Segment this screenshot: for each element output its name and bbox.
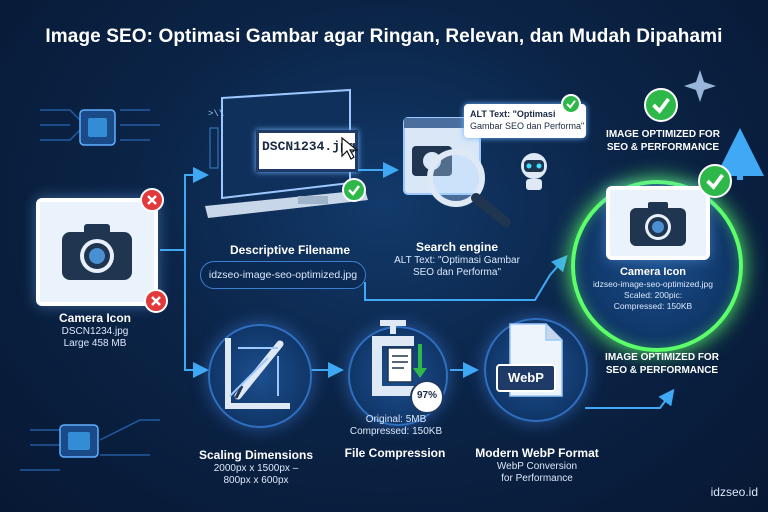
compression-heading: File Compression xyxy=(344,446,446,460)
error-icon xyxy=(144,289,168,313)
optimized-compressed: Compressed: 150KB xyxy=(613,301,693,311)
error-icon xyxy=(140,188,164,212)
check-icon xyxy=(342,178,366,202)
original-image-card xyxy=(36,198,158,306)
webp-label-box: WebP xyxy=(496,364,556,392)
headline-top-line2: SEO & PERFORMANCE xyxy=(606,142,720,153)
page-title: Image SEO: Optimasi Gambar agar Ringan, … xyxy=(45,26,723,47)
compression-percent-badge: 97% xyxy=(410,380,444,414)
compression-original: Original: 5MB xyxy=(365,414,427,425)
webp-heading: Modern WebP Format xyxy=(475,446,599,460)
filename-value: idzseo-image-seo-optimized.jpg xyxy=(200,261,366,289)
filename-field xyxy=(256,130,358,172)
scaling-line2: 800px x 600px xyxy=(223,475,289,486)
scaling-line1: 2000px x 1500px – xyxy=(213,463,299,474)
headline-bottom-line2: SEO & PERFORMANCE xyxy=(605,365,719,376)
compression-heading-wrap: File Compression xyxy=(330,446,460,461)
optimized-scaled: Scaled: 200pic: xyxy=(623,290,683,300)
search-line1: ALT Text: "Optimasi Gambar xyxy=(394,255,520,266)
filename-heading: Descriptive Filename xyxy=(229,243,351,257)
check-icon xyxy=(698,164,732,198)
robot-icon xyxy=(521,153,547,190)
compression-compressed: Compressed: 150KB xyxy=(349,426,443,437)
headline-top-line1: IMAGE OPTIMIZED FOR xyxy=(606,129,720,140)
cursor-icon xyxy=(341,136,359,160)
headline-bottom-line1: IMAGE OPTIMIZED FOR xyxy=(605,352,719,363)
webp-label: WebP xyxy=(508,370,544,385)
alt-bubble-line2: Gambar SEO dan Performa" xyxy=(470,121,585,131)
clamp-icon xyxy=(372,320,427,396)
camera-icon xyxy=(62,224,132,280)
optimized-headline-top: IMAGE OPTIMIZED FOR SEO & PERFORMANCE xyxy=(600,128,726,154)
webp-caption: Modern WebP Format WebP Conversion for P… xyxy=(462,446,612,485)
compression-percent: 97% xyxy=(416,390,437,401)
search-heading: Search engine xyxy=(415,240,499,254)
optimized-image-card xyxy=(606,186,710,260)
webp-line2: for Performance xyxy=(501,473,573,484)
check-icon xyxy=(644,88,678,122)
optimized-filename: idzseo-image-seo-optimized.jpg xyxy=(592,279,713,289)
check-icon xyxy=(561,94,581,114)
search-line2: SEO dan Performa" xyxy=(412,267,502,278)
camera-icon xyxy=(630,202,686,246)
svg-text:>\\: >\\ xyxy=(208,109,224,119)
original-size: Large 458 MB xyxy=(63,338,127,349)
compression-caption: Original: 5MB Compressed: 150KB xyxy=(336,414,456,438)
alt-bubble-line1: ALT Text: "Optimasi xyxy=(470,109,556,119)
magnifier-icon xyxy=(427,149,511,227)
ruler-pencil-icon xyxy=(225,338,290,409)
optimized-headline-bottom: IMAGE OPTIMIZED FOR SEO & PERFORMANCE xyxy=(596,351,728,377)
filename-caption: Descriptive Filename xyxy=(215,243,365,258)
original-image-caption: Camera Icon DSCN1234.jpg Large 458 MB xyxy=(20,311,170,350)
optimized-caption: Camera Icon idzseo-image-seo-optimized.j… xyxy=(588,266,718,312)
optimized-name: Camera Icon xyxy=(619,266,687,278)
webp-line1: WebP Conversion xyxy=(496,461,578,472)
footer-brand: idzseo.id xyxy=(710,485,758,499)
scaling-heading: Scaling Dimensions xyxy=(198,448,314,462)
scaling-caption: Scaling Dimensions 2000px x 1500px – 800… xyxy=(186,448,326,487)
original-image-name: Camera Icon xyxy=(58,311,132,325)
original-filename: DSCN1234.jpg xyxy=(61,326,129,337)
search-caption: Search engine ALT Text: "Optimasi Gambar… xyxy=(392,240,522,279)
filename-text: DSCN1234.jpg xyxy=(262,139,356,154)
